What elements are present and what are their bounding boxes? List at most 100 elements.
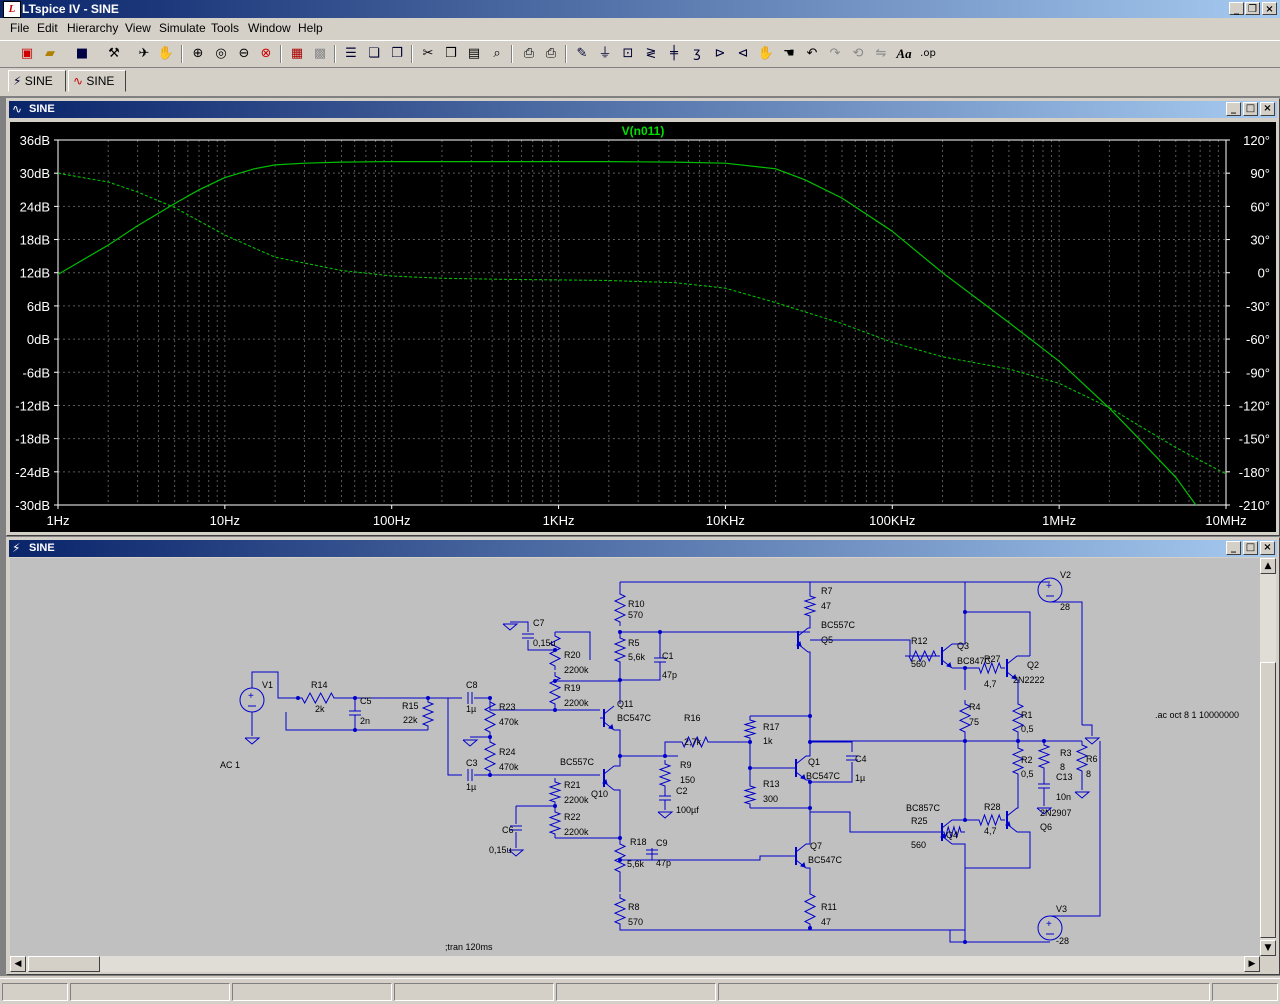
text-icon[interactable]: Aa — [896, 46, 912, 61]
component-value-label: 4,7 — [984, 826, 997, 836]
paste-icon[interactable]: ▤ — [467, 46, 481, 61]
menu-help[interactable]: Help — [298, 21, 323, 35]
rotate-icon[interactable]: ⟲ — [852, 46, 864, 61]
new-schematic-icon[interactable]: ▣ — [20, 46, 34, 61]
schematic-minimize-button[interactable]: _ — [1226, 541, 1241, 555]
junction-dot — [618, 858, 622, 862]
ground-icon[interactable]: ⏚ — [598, 46, 612, 61]
wire — [510, 621, 529, 632]
component-value-label: 1µ — [855, 773, 865, 783]
wire — [1082, 724, 1093, 736]
menu-hierarchy[interactable]: Hierarchy — [67, 21, 119, 35]
menu-window[interactable]: Window — [248, 21, 291, 35]
y-tick-label: -24dB — [15, 465, 50, 480]
zoom-out-icon[interactable]: ⊖ — [238, 46, 250, 61]
menu-edit[interactable]: Edit — [37, 21, 58, 35]
component-value-label: 5,6k — [628, 652, 646, 662]
component-ref-label: R9 — [680, 760, 692, 770]
junction-dot — [808, 780, 812, 784]
junction-dot — [618, 754, 622, 758]
component-ref-label: Q2 — [1027, 660, 1039, 670]
wire — [952, 800, 966, 821]
component-ref-label: R14 — [311, 680, 328, 690]
vertical-scroll-thumb[interactable] — [1260, 662, 1276, 938]
move-icon[interactable]: ✋ — [757, 46, 775, 61]
close-all-icon[interactable]: ❐ — [391, 46, 403, 61]
component-ref-label: Q3 — [957, 641, 969, 651]
menu-view[interactable]: View — [125, 21, 151, 35]
scroll-left-button[interactable]: ◀ — [10, 956, 26, 972]
capacitor-icon[interactable]: ╪ — [670, 46, 678, 61]
print-icon[interactable]: ⎙ — [545, 46, 557, 61]
tab-schematic[interactable]: ⚡ SINE — [8, 70, 66, 92]
copy-icon[interactable]: ❒ — [445, 46, 457, 61]
zoom-fit-icon[interactable]: ▩ — [313, 46, 327, 61]
waveform-close-button[interactable]: × — [1260, 102, 1275, 116]
run-icon[interactable]: ✈ — [138, 46, 150, 61]
menu-simulate[interactable]: Simulate — [159, 21, 206, 35]
component-ref-label: Q7 — [810, 841, 822, 851]
waveform-minimize-button[interactable]: _ — [1226, 102, 1241, 116]
cascade-icon[interactable]: ❏ — [368, 46, 380, 61]
resistor-symbol — [658, 760, 672, 790]
component-ref-label: R1 — [1021, 710, 1033, 720]
control-panel-icon[interactable]: ⚒ — [108, 46, 120, 61]
resistor-icon[interactable]: ≷ — [645, 46, 657, 61]
wire — [614, 789, 621, 838]
zoom-in-icon[interactable]: ⊕ — [192, 46, 204, 61]
resistor-symbol — [975, 661, 1005, 675]
redo-icon[interactable]: ↷ — [829, 46, 841, 61]
y2-tick-label: 90° — [1250, 166, 1270, 181]
find-icon[interactable]: ⌕ — [493, 46, 501, 61]
resistor-symbol — [298, 691, 338, 705]
resistor-symbol — [958, 700, 972, 736]
minimize-button[interactable]: _ — [1229, 2, 1244, 15]
open-icon[interactable]: ▰ — [45, 46, 55, 61]
scroll-right-button[interactable]: ▶ — [1244, 956, 1260, 972]
component-ref-label: V3 — [1056, 904, 1067, 914]
drag-icon[interactable]: ☚ — [783, 46, 795, 61]
tab-waveform[interactable]: ∿ SINE — [68, 70, 126, 92]
scroll-down-button[interactable]: ▼ — [1260, 940, 1276, 956]
zoom-pan-icon[interactable]: ◎ — [215, 46, 227, 61]
status-pane — [70, 983, 230, 1001]
restore-button[interactable]: ❐ — [1245, 2, 1260, 15]
scroll-up-button[interactable]: ▲ — [1260, 558, 1276, 574]
spice-directive-icon[interactable]: .op — [920, 48, 936, 59]
schematic-close-button[interactable]: × — [1260, 541, 1275, 555]
zoom-cancel-icon[interactable]: ⊗ — [260, 46, 272, 61]
save-icon[interactable]: ■ — [75, 46, 89, 61]
component-value-label: 75 — [969, 717, 979, 727]
transistor-symbol — [797, 627, 809, 637]
schematic-maximize-button[interactable]: □ — [1243, 541, 1258, 555]
halt-icon[interactable]: ✋ — [157, 46, 175, 61]
label-icon[interactable]: ⊡ — [622, 46, 634, 61]
cut-icon[interactable]: ✂ — [422, 46, 434, 61]
inductor-icon[interactable]: ʒ — [693, 46, 701, 61]
component-icon[interactable]: ⊲ — [737, 46, 749, 61]
mirror-icon[interactable]: ⇋ — [875, 46, 887, 61]
junction-dot — [426, 696, 430, 700]
schematic-vertical-scrollbar[interactable]: ▲ ▼ — [1260, 558, 1276, 956]
menu-tools[interactable]: Tools — [211, 21, 240, 35]
tile-icon[interactable]: ☰ — [345, 46, 357, 61]
close-button[interactable]: × — [1262, 2, 1277, 15]
component-ref-label: R4 — [969, 702, 981, 712]
wire — [952, 640, 966, 645]
autorange-icon[interactable]: ▦ — [290, 46, 304, 61]
y-tick-label: -12dB — [15, 398, 50, 413]
component-value-label: 2200k — [564, 795, 589, 805]
print-setup-icon[interactable]: ⎙ — [523, 46, 535, 61]
junction-dot — [808, 714, 812, 718]
waveform-maximize-button[interactable]: □ — [1243, 102, 1258, 116]
trace-label[interactable]: V(n011) — [622, 124, 665, 138]
diode-icon[interactable]: ⊳ — [714, 46, 726, 61]
menu-file[interactable]: File — [10, 21, 30, 35]
undo-icon[interactable]: ↶ — [806, 46, 818, 61]
schematic-horizontal-scrollbar[interactable]: ◀ ▶ — [10, 956, 1260, 972]
wire-icon[interactable]: ✎ — [576, 46, 588, 61]
horizontal-scroll-thumb[interactable] — [28, 956, 100, 972]
